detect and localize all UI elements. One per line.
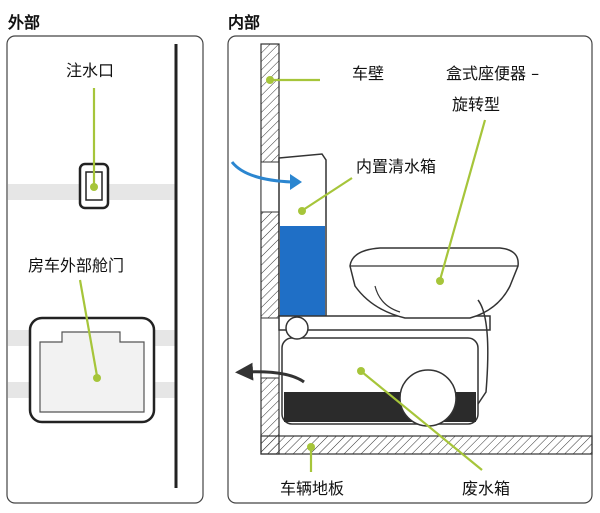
cassette-removal-arrow: [235, 362, 305, 384]
interior-panel: 内部 车壁 盒式座便器 – 旋转型 内置清水箱 车: [227, 13, 593, 504]
cassette-wheel: [399, 369, 457, 427]
waste-tank-leader-line: [361, 371, 483, 471]
door-label: 房车外部舱门: [28, 256, 124, 275]
door-leader-dot: [93, 374, 101, 382]
inlet-label: 注水口: [66, 61, 114, 80]
toilet-leader-line: [438, 119, 487, 281]
toilet-label-line2: 旋转型: [452, 95, 500, 114]
fresh-water-level: [280, 226, 325, 316]
vehicle-wall: [260, 43, 280, 455]
water-inflow-arrow: [230, 161, 293, 184]
door-leader-line: [78, 279, 99, 377]
waste-tank-label: 废水箱: [462, 479, 510, 498]
exterior-panel: 外部 注水口 房车外部舱门: [6, 13, 204, 504]
fresh-tank-leader-line: [302, 177, 353, 211]
door-handle-recess: [39, 331, 145, 413]
wall-label: 车壁: [352, 64, 384, 83]
vehicle-floor: [260, 435, 593, 455]
toilet-label-line1: 盒式座便器 –: [446, 64, 539, 83]
inlet-leader-dot: [90, 183, 98, 191]
exterior-heading: 外部: [7, 13, 40, 32]
cassette-handle: [285, 316, 309, 340]
fresh-tank-label: 内置清水箱: [356, 157, 436, 176]
floor-label: 车辆地板: [280, 479, 344, 498]
interior-heading: 内部: [228, 13, 260, 32]
